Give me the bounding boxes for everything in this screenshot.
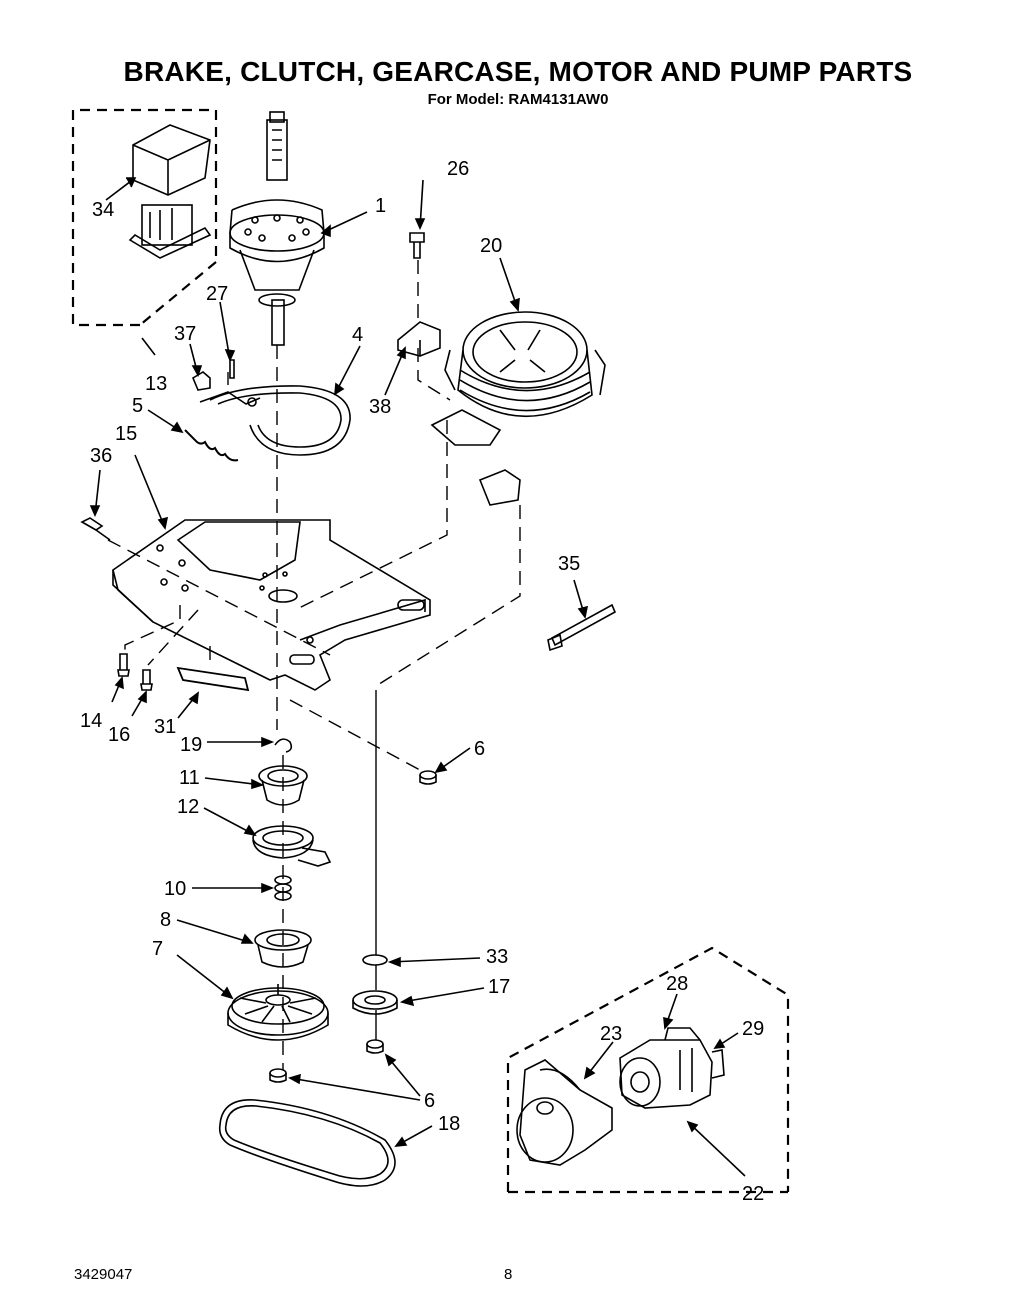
callout-1: 1 — [375, 195, 386, 217]
callout-16: 16 — [108, 724, 130, 746]
page-number: 8 — [504, 1266, 513, 1283]
group-box-22 — [506, 946, 790, 1192]
part-12-clutch-housing — [252, 825, 332, 867]
part-14-screw — [117, 653, 130, 677]
callout-35: 35 — [558, 553, 580, 575]
part-27-pin — [229, 359, 235, 379]
callout-10: 10 — [164, 878, 186, 900]
part-35-tie-strap — [547, 603, 617, 652]
callout-22: 22 — [742, 1183, 764, 1205]
callout-29: 29 — [742, 1018, 764, 1040]
callout-17: 17 — [488, 976, 510, 998]
callout-27: 27 — [206, 283, 228, 305]
part-1-gearcase — [229, 111, 325, 346]
part-26-screw — [409, 232, 425, 259]
part-18-belt — [218, 1099, 396, 1187]
part-17-motor-pulley — [352, 990, 398, 1015]
callout-36: 36 — [90, 445, 112, 467]
callout-12: 12 — [177, 796, 199, 818]
part-31-pad — [176, 666, 250, 692]
document-number: 3429047 — [74, 1266, 133, 1283]
callout-23: 23 — [600, 1023, 622, 1045]
callout-15: 15 — [115, 423, 137, 445]
part-16-screw — [140, 669, 153, 691]
callout-31: 31 — [154, 716, 176, 738]
part-28-pump-motor — [619, 1027, 725, 1109]
callout-6-upper: 6 — [474, 738, 485, 760]
part-19-eclip — [274, 738, 293, 753]
callout-18: 18 — [438, 1113, 460, 1135]
callout-19: 19 — [180, 734, 202, 756]
model-subtitle: For Model: RAM4131AW0 — [427, 91, 609, 108]
part-15-base-plate — [112, 519, 431, 691]
part-37-clip — [191, 371, 211, 391]
group-box-34 — [71, 108, 218, 327]
callout-26: 26 — [447, 158, 469, 180]
callout-11: 11 — [179, 767, 200, 789]
callout-33: 33 — [486, 946, 508, 968]
callout-6-lower: 6 — [424, 1090, 435, 1112]
callout-13: 13 — [145, 373, 167, 395]
part-6-nut — [366, 1039, 384, 1054]
part-4-brake-band — [199, 385, 351, 456]
part-36-bolt — [80, 517, 111, 541]
callout-34: 34 — [92, 199, 114, 221]
part-34-relay — [128, 124, 212, 259]
callout-14: 14 — [80, 710, 102, 732]
callout-37: 37 — [174, 323, 196, 345]
part-38-bracket — [397, 321, 441, 357]
part-23-pump — [516, 1059, 613, 1166]
callout-28: 28 — [666, 973, 688, 995]
part-33-washer — [362, 954, 388, 966]
part-6-nut — [419, 770, 437, 785]
callout-7: 7 — [152, 938, 163, 960]
callout-4: 4 — [352, 324, 363, 346]
callout-20: 20 — [480, 235, 502, 257]
page-title: BRAKE, CLUTCH, GEARCASE, MOTOR AND PUMP … — [123, 56, 913, 87]
part-7-pulley — [227, 984, 329, 1041]
callout-5: 5 — [132, 395, 143, 417]
part-5-spring — [184, 429, 239, 462]
callout-38: 38 — [369, 396, 391, 418]
part-20-motor — [430, 311, 606, 506]
callout-8: 8 — [160, 909, 171, 931]
part-6-nut — [269, 1068, 287, 1083]
